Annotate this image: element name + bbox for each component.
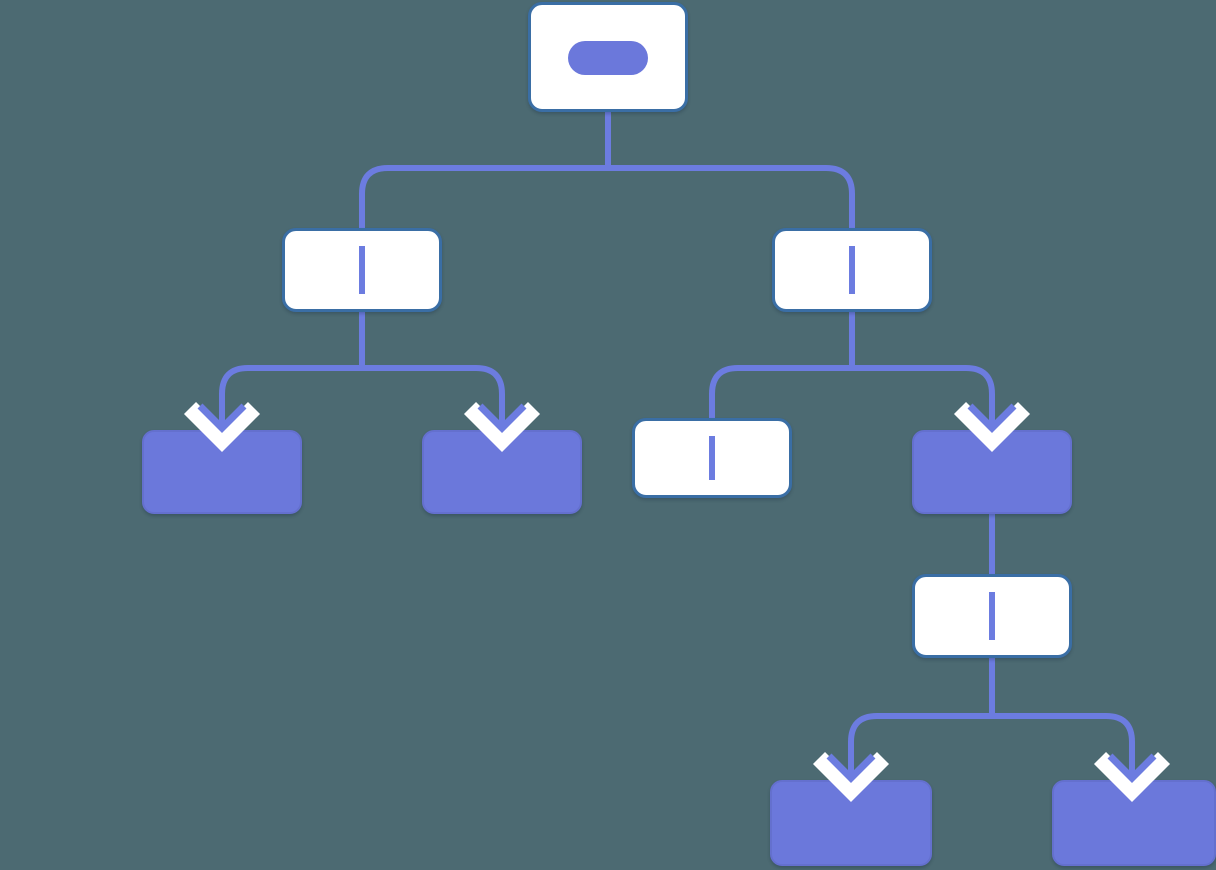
root-node[interactable] xyxy=(528,2,688,112)
edge-level3-to-leaf-1 xyxy=(848,713,992,780)
level1-left-node[interactable] xyxy=(282,228,442,312)
level3-white-node[interactable] xyxy=(912,574,1072,658)
level2-leaf-two[interactable] xyxy=(422,430,582,514)
edge-root-to-level1-left xyxy=(359,165,608,228)
edge-level1-left-to-leaf-2 xyxy=(362,365,505,430)
level2-leaf-one[interactable] xyxy=(142,430,302,514)
edge-level1-left-to-leaf-1 xyxy=(219,365,362,430)
edge-level1-right-to-white xyxy=(709,365,852,418)
level4-leaf-one[interactable] xyxy=(770,780,932,866)
edge-root-to-level1-right xyxy=(608,165,855,228)
root-node-pill[interactable] xyxy=(568,41,648,75)
level2-branch-node[interactable] xyxy=(912,430,1072,514)
edge-level1-right-to-branch xyxy=(852,365,995,430)
level2-white-node[interactable] xyxy=(632,418,792,498)
level4-leaf-two[interactable] xyxy=(1052,780,1216,866)
level1-right-node[interactable] xyxy=(772,228,932,312)
edge-level3-to-leaf-2 xyxy=(992,713,1135,780)
